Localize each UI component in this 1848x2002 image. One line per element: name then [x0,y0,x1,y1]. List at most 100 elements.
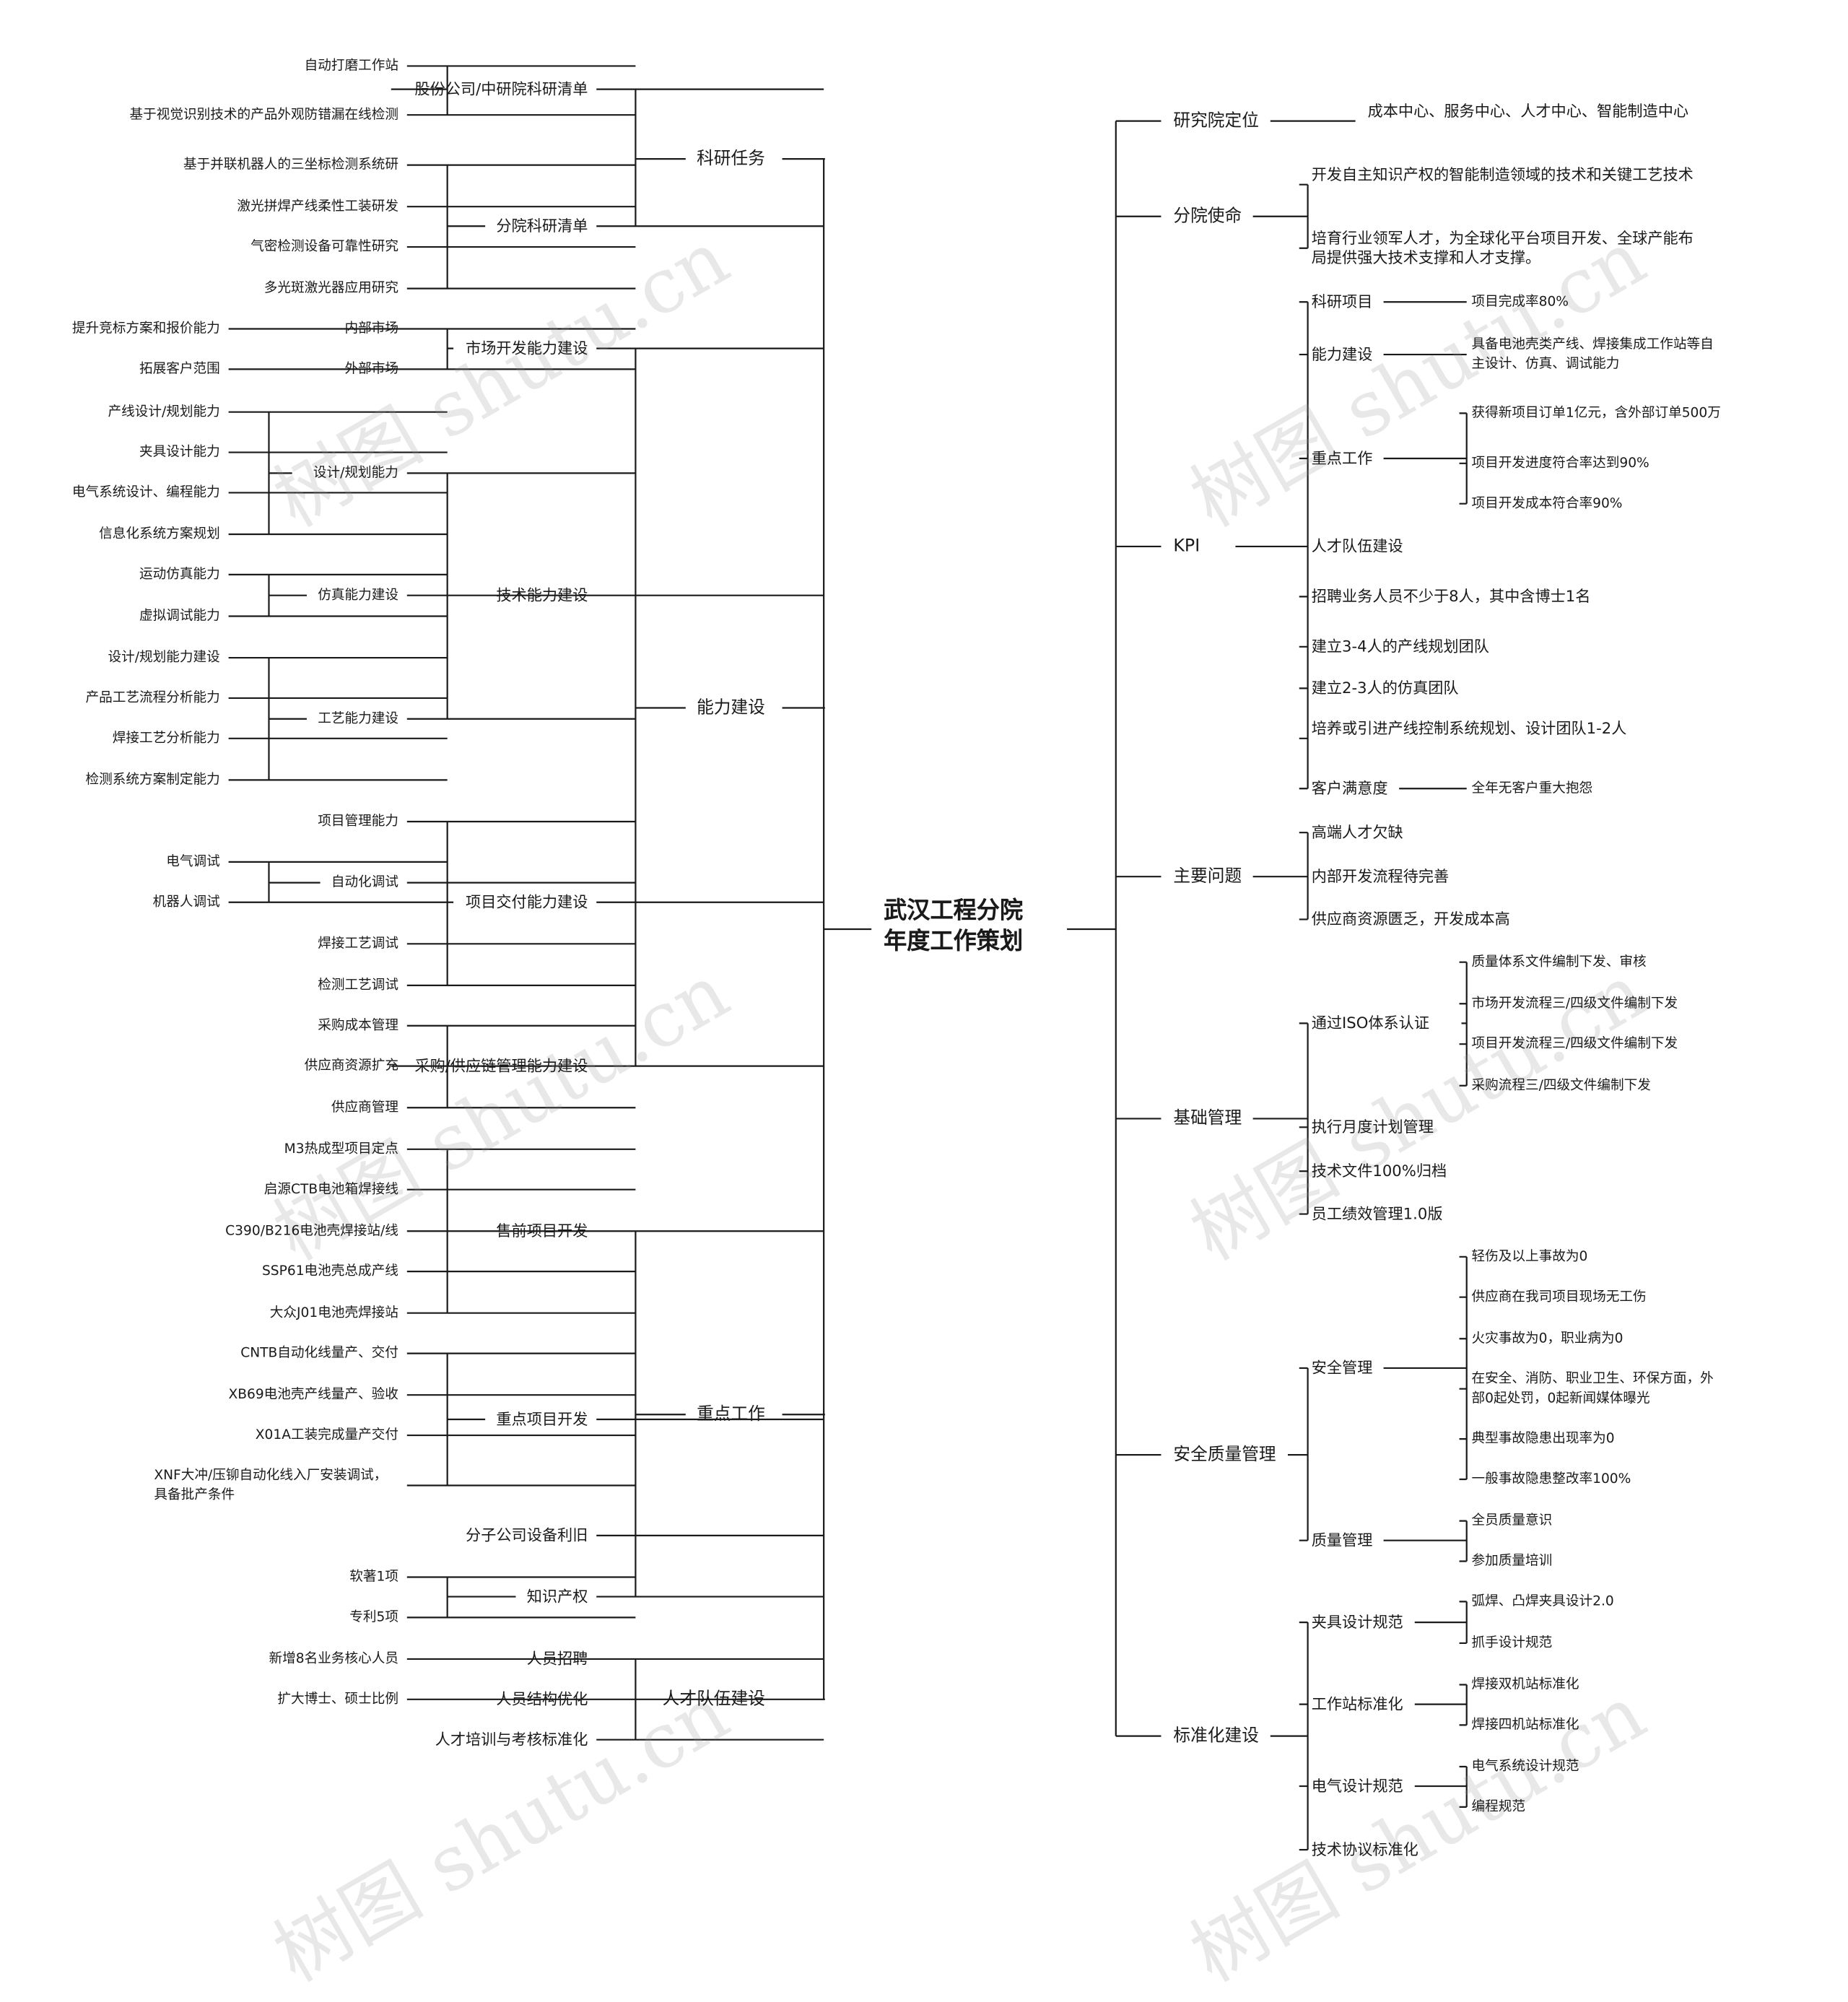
node-R3: 编程规范 [1471,1798,1525,1815]
node-L2: 分子公司设备利旧 [466,1526,588,1544]
node-L3-1: 软著1项 [349,1568,398,1585]
node-R2: 客户满意度 [1311,778,1388,798]
node-R2: 能力建设 [1311,344,1373,363]
node-L3: 扩大博士、硕士比例 [277,1690,398,1707]
node-L3-c390-b216: C390/B216电池壳焊接站/线 [225,1222,398,1239]
node-R3: 全年无客户重大抱怨 [1471,780,1593,796]
node-R3-90: 项目开发进度符合率达到90% [1471,454,1649,471]
node-L4: 检测系统方案制定能力 [85,771,220,788]
node-L4: 机器人调试 [152,893,220,910]
node-L4: 设计/规划能力建设 [108,649,220,666]
node-L4: 产品工艺流程分析能力 [85,689,220,706]
node-R3-0-0: 在安全、消防、职业卫生、环保方面，外部0起处罚，0起新闻媒体曝光 [1471,1370,1714,1406]
node-L2: 股份公司/中研院科研清单 [414,79,588,98]
node-L3-ctb: 启源CTB电池箱焊接线 [263,1180,398,1197]
node-R2-8-1: 招聘业务人员不少于8人，其中含博士1名 [1311,586,1591,606]
node-L3-m3: M3热成型项目定点 [284,1140,398,1157]
node-R3: 项目开发流程三/四级文件编制下发 [1471,1035,1678,1052]
node-L3: 多光斑激光器应用研究 [263,279,398,296]
node-L3: 基于并联机器人的三坐标检测系统研 [183,156,398,173]
node-R2: 科研项目 [1311,292,1373,311]
node-L2: 采购/供应链管理能力建设 [414,1056,588,1075]
node-L3: 设计/规划能力 [313,464,398,481]
node-L3: 气密检测设备可靠性研究 [250,238,398,255]
node-R2: 质量管理 [1311,1531,1373,1549]
node-L3: 检测工艺调试 [318,977,398,993]
node-L3-ssp61: SSP61电池壳总成产线 [261,1263,398,1279]
node-R2-100: 技术文件100%归档 [1311,1161,1447,1180]
node-R2: 夹具设计规范 [1311,1612,1403,1631]
node-R3: 电气系统设计规范 [1471,1758,1579,1775]
node-R2-iso: 通过ISO体系认证 [1311,1013,1430,1032]
node-R3: 质量体系文件编制下发、审核 [1471,953,1647,970]
node-L3: 工艺能力建设 [318,710,398,726]
node-R2: 执行月度计划管理 [1311,1117,1434,1136]
node-L4: 夹具设计能力 [139,443,220,460]
node-L3-j01: 大众J01电池壳焊接站 [269,1304,398,1320]
node-L3: 激光拼焊产线柔性工装研发 [237,198,398,214]
node-R3-80: 项目完成率80% [1471,293,1569,310]
node-L2: 技术能力建设 [496,586,588,604]
node-R2: 开发自主知识产权的智能制造领域的技术和关键工艺技术 [1311,165,1694,184]
node-L3: 焊接工艺调试 [318,935,398,952]
node-L2: 人员结构优化 [496,1689,588,1708]
node-R1-kpi: KPI [1173,536,1200,557]
node-L3: 仿真能力建设 [318,586,398,603]
node-R2: 重点工作 [1311,448,1373,467]
node-R3: 具备电池壳类产线、焊接集成工作站等自主设计、仿真、调试能力 [1471,336,1714,372]
connector-lines [228,65,1468,1851]
node-R2: 成本中心、服务中心、人才中心、智能制造中心 [1367,101,1689,120]
node-R2: 培育行业领军人才，为全球化平台项目开发、全球产能布局提供强大技术支撑和人才支撑。 [1311,228,1694,267]
node-R3: 焊接四机站标准化 [1471,1716,1579,1733]
node-R3-90: 项目开发成本符合率90% [1471,495,1623,511]
node-R2: 技术协议标准化 [1311,1840,1418,1858]
node-L4: 运动仿真能力 [139,566,220,583]
node-L3-xb69: XB69电池壳产线量产、验收 [228,1386,398,1403]
node-L4: 焊接工艺分析能力 [112,729,220,746]
node-L2: 重点项目开发 [496,1409,588,1428]
node-L4: 产线设计/规划能力 [108,403,220,419]
node-L4: 信息化系统方案规划 [99,526,220,542]
node-R3-0: 典型事故隐患出现率为0 [1471,1430,1615,1447]
node-L2: 知识产权 [526,1587,588,1606]
node-R2: 工作站标准化 [1311,1694,1403,1713]
node-R2: 电气设计规范 [1311,1776,1403,1795]
node-L3: 内部市场 [344,320,398,336]
node-L2: 项目交付能力建设 [466,892,588,911]
node-L1: 重点工作 [697,1404,765,1424]
node-L3-x01a: X01A工装完成量产交付 [255,1427,398,1443]
node-R3-100: 一般事故隐患整改率100% [1471,1471,1631,1487]
node-R3-0-0: 火灾事故为0，职业病为0 [1471,1330,1623,1346]
node-R1: 主要问题 [1173,866,1242,887]
node-L3: 供应商资源扩充 [304,1057,398,1074]
node-L3-8: 新增8名业务核心人员 [269,1650,398,1667]
node-R3: 市场开发流程三/四级文件编制下发 [1471,995,1678,1011]
node-L4: 提升竞标方案和报价能力 [71,320,220,336]
node-R2: 内部开发流程待完善 [1311,866,1450,886]
node-R1: 安全质量管理 [1173,1445,1276,1465]
node-L2: 市场开发能力建设 [466,339,588,357]
node-L3: 自动化调试 [331,874,398,890]
node-R2: 安全管理 [1311,1358,1373,1377]
node-R1: 基础管理 [1173,1108,1242,1129]
node-R3-1-500: 获得新项目订单1亿元，含外部订单500万 [1471,404,1721,421]
node-L3-cntb: CNTB自动化线量产、交付 [240,1344,398,1361]
node-L3: 外部市场 [344,360,398,377]
node-L2: 人才培训与考核标准化 [435,1730,588,1749]
node-L4: 电气调试 [166,853,220,870]
node-L2: 售前项目开发 [496,1221,588,1240]
node-L4: 电气系统设计、编程能力 [71,484,220,500]
node-R1: 分院使命 [1173,206,1242,227]
node-R2-3-4: 建立3-4人的产线规划团队 [1311,637,1489,656]
node-R2-1-0: 员工绩效管理1.0版 [1311,1204,1443,1223]
node-R2-2-3: 建立2-3人的仿真团队 [1311,678,1459,697]
node-L3: 项目管理能力 [318,813,398,830]
node-L3: 基于视觉识别技术的产品外观防错漏在线检测 [129,106,398,123]
node-L3: 采购成本管理 [318,1017,398,1033]
node-R3: 抓手设计规范 [1471,1635,1553,1651]
node-R1: 标准化建设 [1173,1726,1259,1746]
node-R2: 供应商资源匮乏，开发成本高 [1311,909,1510,928]
node-R1: 研究院定位 [1173,111,1259,131]
node-R3: 参加质量培训 [1471,1552,1553,1569]
